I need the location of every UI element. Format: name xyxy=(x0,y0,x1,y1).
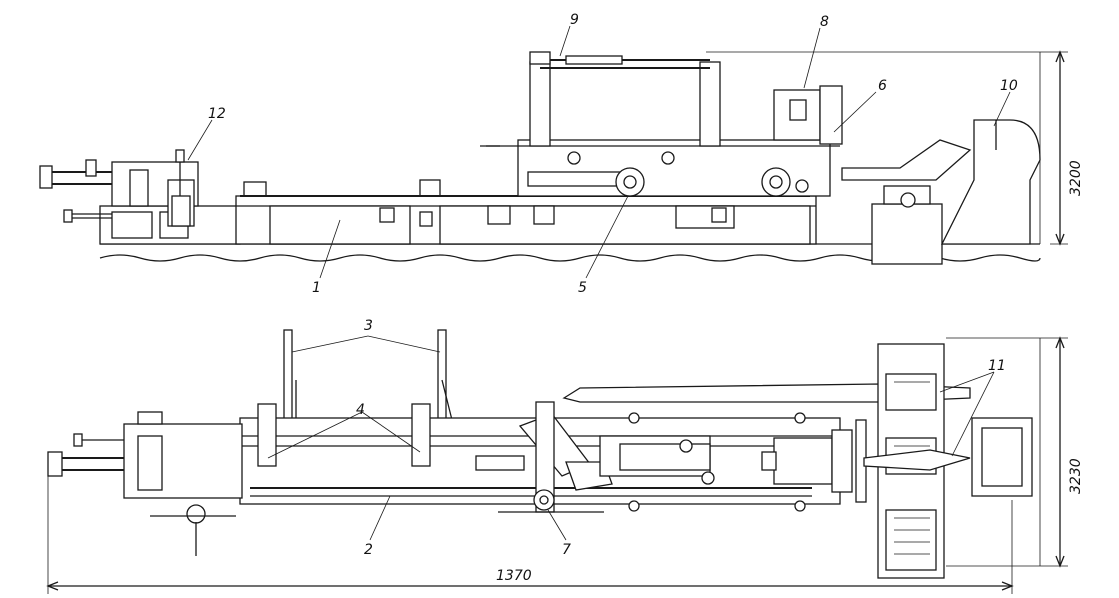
dimension-length: 1370 xyxy=(496,568,532,584)
discharge-hopper xyxy=(940,119,1041,245)
side-view xyxy=(39,25,1068,279)
plan-view xyxy=(46,329,1068,594)
unloader-pedestal xyxy=(871,203,943,265)
dimension-height-plan: 3230 xyxy=(1068,458,1084,494)
column-left xyxy=(529,61,551,147)
callout-5: 5 xyxy=(578,280,587,296)
callout-6: 6 xyxy=(878,78,887,94)
callout-labels: 1 5 6 8 9 10 12 3 4 11 2 7 xyxy=(208,12,1018,558)
loader-arm-left xyxy=(283,329,293,423)
callout-8: 8 xyxy=(820,14,829,30)
callout-3: 3 xyxy=(364,318,373,334)
plan-motor xyxy=(773,437,833,485)
callout-7: 7 xyxy=(562,542,571,558)
callout-4: 4 xyxy=(356,402,365,418)
callout-1: 1 xyxy=(312,280,321,296)
loader-arm-right xyxy=(437,329,447,423)
dimension-height-side: 3200 xyxy=(1068,160,1084,196)
callout-2: 2 xyxy=(364,542,373,558)
unloader-chute xyxy=(841,139,972,181)
callout-11: 11 xyxy=(988,358,1006,374)
dimension-labels: 3200 3230 1370 xyxy=(496,160,1084,584)
callout-10: 10 xyxy=(1000,78,1018,94)
callout-9: 9 xyxy=(570,12,579,28)
column-right xyxy=(699,61,721,147)
callout-12: 12 xyxy=(208,106,226,122)
